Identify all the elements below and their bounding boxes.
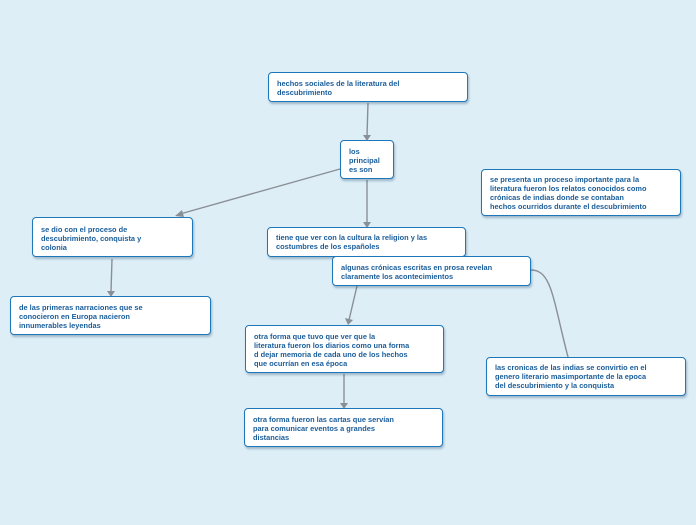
connector-colonia-leyendas bbox=[110, 258, 113, 293]
arrowhead bbox=[340, 403, 348, 409]
node-relatos[interactable]: se presenta un proceso importante para l… bbox=[481, 169, 681, 216]
connector-prosa-diarios bbox=[348, 285, 358, 321]
arrowhead bbox=[363, 135, 371, 141]
node-cultura[interactable]: tiene que ver con la cultura la religion… bbox=[267, 227, 466, 257]
node-root[interactable]: hechos sociales de la literatura del des… bbox=[268, 72, 468, 102]
node-leyendas[interactable]: de las primeras narraciones que se conoc… bbox=[10, 296, 211, 335]
connector-principales-colonia bbox=[179, 168, 341, 215]
arrowhead bbox=[175, 210, 184, 217]
node-diarios[interactable]: otra forma que tuvo que ver que la liter… bbox=[245, 325, 444, 373]
connector-prosa-genero bbox=[530, 269, 569, 358]
arrowhead bbox=[107, 291, 115, 297]
node-colonia[interactable]: se dio con el proceso de descubrimiento,… bbox=[32, 217, 193, 257]
node-cartas[interactable]: otra forma fueron las cartas que servían… bbox=[244, 408, 443, 447]
node-principales[interactable]: los principal es son bbox=[340, 140, 394, 179]
node-cronicas-prosa[interactable]: algunas crónicas escritas en prosa revel… bbox=[332, 256, 531, 286]
node-genero[interactable]: las cronicas de las indias se convirtio … bbox=[486, 357, 686, 396]
arrowhead bbox=[363, 222, 371, 228]
arrowhead bbox=[345, 318, 353, 325]
connector-root-principales bbox=[366, 102, 369, 137]
